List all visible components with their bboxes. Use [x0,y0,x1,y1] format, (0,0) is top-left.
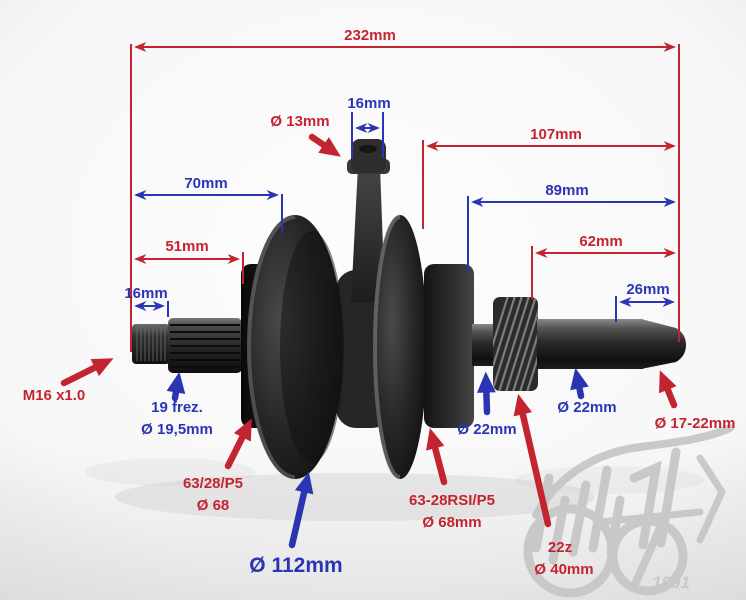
label-89mm: 89mm [545,182,588,199]
connecting-rod [347,139,390,302]
label-thread: M16 x1.0 [23,387,86,404]
label-web-diameter: Ø 112mm [249,554,342,577]
shaft-taper-tip [641,319,686,369]
arrow-shaft-22-right [570,367,589,400]
timing-gear [493,297,538,391]
label-107mm: 107mm [530,126,582,143]
label-right-bearing-1: 63-28RSI/P5 [409,492,495,509]
crank-web-right [373,215,427,479]
crank-web-left [247,215,344,479]
watermark-year: 1991 [652,573,690,592]
label-left-bearing-2: Ø 68 [197,497,230,514]
arrow-shaft-tip [659,370,678,409]
arrow-rod-bore [308,133,341,157]
arrow-gear [513,393,552,528]
label-spline-2: Ø 19,5mm [141,421,213,438]
arrow-shaft-22-left [476,371,496,416]
label-62mm: 62mm [579,233,622,250]
label-16mm-left: 16mm [124,285,167,302]
label-16mm-rod: 16mm [347,95,390,112]
callout-labels: M16 x1.0 19 frez. Ø 19,5mm 63/28/P5 Ø 68… [23,387,736,578]
arrow-spline [166,371,186,402]
label-right-bearing-2: Ø 68mm [422,514,481,531]
label-gear-2: Ø 40mm [534,561,593,578]
dimension-labels: 232mm 16mm Ø 13mm 107mm 70mm 89mm 51mm 6… [124,27,669,302]
crankshaft-photo [132,139,686,479]
arrow-thread [60,358,114,387]
rod-small-end-bore [359,145,377,153]
label-shaft-tip: Ø 17-22mm [655,415,736,432]
right-bearing-seat [424,264,474,428]
right-shaft [537,319,686,369]
callout-arrows [60,133,678,549]
red-dimension-lines [130,42,680,352]
threaded-stub [132,324,170,364]
arrow-left-bearing [224,418,252,470]
label-13mm: Ø 13mm [270,113,329,130]
arrow-right-bearing [426,427,448,486]
label-232mm: 232mm [344,27,396,44]
label-26mm: 26mm [626,281,669,298]
arrow-web-dia [288,471,314,549]
label-51mm: 51mm [165,238,208,255]
spline-section [168,318,242,373]
label-spline-1: 19 frez. [151,399,203,416]
label-22mm-right: Ø 22mm [557,399,616,416]
label-left-bearing-1: 63/28/P5 [183,475,243,492]
label-gear-1: 22z [548,539,572,556]
blue-dimension-lines [134,112,676,322]
label-70mm: 70mm [184,175,227,192]
label-22mm-left: Ø 22mm [457,421,516,438]
